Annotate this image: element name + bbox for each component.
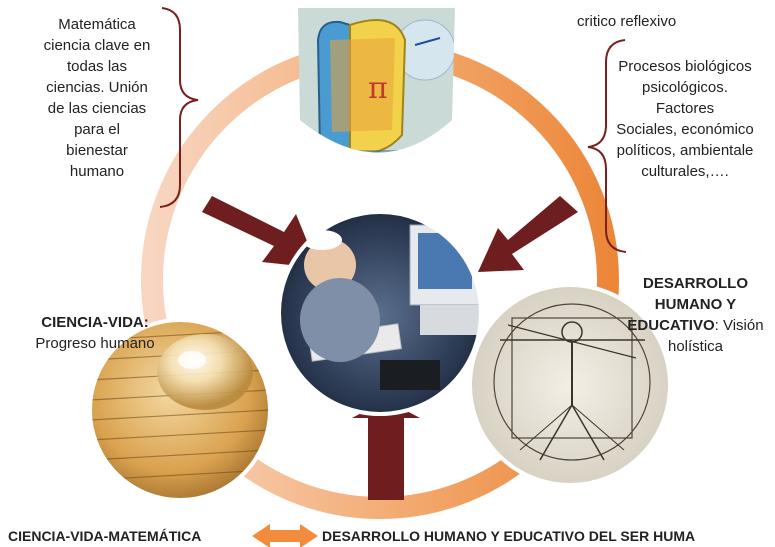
arrow-top-right [478, 196, 578, 272]
bottom-left-label: CIENCIA-VIDA-MATEMÁTICA [8, 527, 201, 545]
ciencia-vida-body: Progreso humano [35, 335, 154, 352]
bottom-right-label: DESARROLLO HUMANO Y EDUCATIVO DEL SER HU… [322, 527, 695, 545]
ciencia-vida-title: CIENCIA-VIDA: [41, 314, 149, 331]
right-top-text: critico reflexivo [577, 11, 737, 32]
left-bubble-text: Matemática ciencia clave en todas las ci… [22, 14, 172, 182]
ciencia-vida-label: CIENCIA-VIDA: Progreso humano [10, 312, 180, 354]
desarrollo-label: DESARROLLO HUMANO Y EDUCATIVO: Visión ho… [608, 273, 775, 357]
bottom-double-arrow [252, 524, 318, 547]
svg-text:π: π [368, 71, 388, 106]
right-bubble-text: Procesos biológicos psicológicos. Factor… [590, 56, 775, 182]
math-pi-illustration: π [290, 5, 460, 185]
